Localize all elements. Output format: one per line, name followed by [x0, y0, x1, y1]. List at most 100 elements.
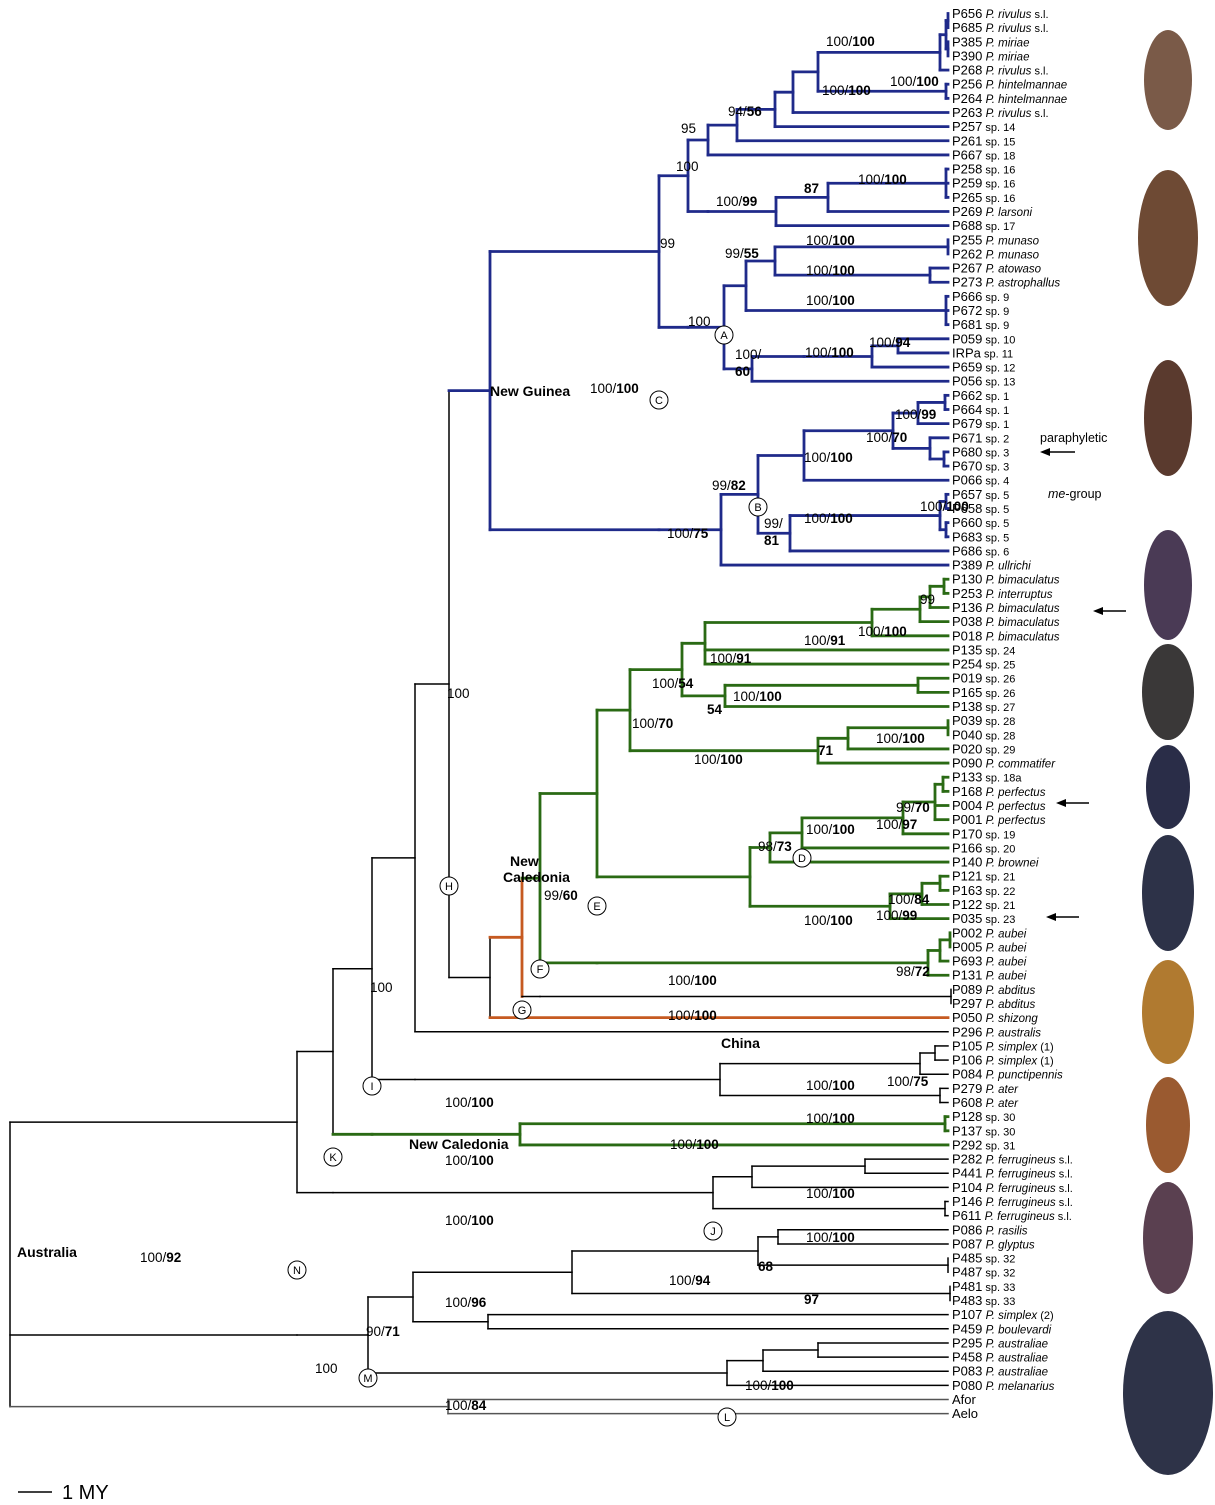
note-italic: me	[1048, 487, 1065, 501]
support-posterior: 100	[471, 1095, 494, 1110]
tip-species: P. perfectus	[982, 815, 1045, 827]
tip-p121: P121 sp. 21	[952, 869, 1015, 884]
node-i: I	[363, 1077, 381, 1095]
beetle-photo-9	[1146, 1077, 1190, 1173]
beetle-photo-4	[1144, 530, 1192, 640]
tip-suffix: sp. 25	[982, 660, 1015, 672]
support-s-hin: 100/100	[890, 74, 939, 89]
support-s-bim2: 100/91	[710, 651, 752, 666]
tip-species: P. shizong	[982, 1013, 1038, 1025]
support-node-j: 100/100	[806, 1230, 855, 1245]
tip-suffix: s.l.	[1031, 23, 1048, 35]
support-s-2829: 100/100	[694, 752, 743, 767]
tip-p263: P263 P. rivulus s.l.	[952, 105, 1049, 120]
tip-suffix: sp. 23	[982, 914, 1015, 926]
tip-id: P670	[952, 459, 982, 474]
tip-species: P. rivulus	[982, 66, 1031, 78]
note-me-group: me-group	[1048, 487, 1102, 501]
tip-p019: P019 sp. 26	[952, 671, 1015, 686]
support-bootstrap: 100/	[806, 263, 833, 278]
tip-id: P166	[952, 840, 982, 855]
tip-suffix: sp. 13	[982, 377, 1015, 389]
tip-p002: P002 P. aubei	[952, 925, 1027, 940]
tip-species: P. munaso	[982, 249, 1039, 261]
tip-p255: P255 P. munaso	[952, 232, 1040, 247]
tip-id: Afor	[952, 1392, 977, 1407]
tip-suffix: sp. 24	[982, 645, 1015, 657]
support-s-68: 68	[758, 1259, 774, 1274]
beetle-photo-11	[1123, 1311, 1213, 1475]
tip-id: P263	[952, 105, 982, 120]
support-s-97: 97	[804, 1292, 819, 1307]
tip-species: P. larsoni	[982, 207, 1032, 219]
support-bootstrap: 99/	[544, 888, 563, 903]
tip-id: P001	[952, 812, 982, 827]
support-posterior: 100	[696, 1137, 719, 1152]
support-posterior: 68	[758, 1259, 774, 1274]
support-bootstrap: 100/	[858, 624, 885, 639]
node-c: C	[650, 391, 668, 409]
support-s-9997: 100/97	[876, 817, 917, 832]
tip-id: P259	[952, 176, 982, 191]
support-posterior: 99	[921, 407, 936, 422]
support-posterior: 100	[471, 1153, 494, 1168]
tip-p273: P273 P. astrophallus	[952, 275, 1060, 290]
scale-bar: 1 MY	[18, 1482, 109, 1504]
tip-p258: P258 sp. 16	[952, 162, 1015, 177]
tip-species: P. rasilis	[982, 1225, 1027, 1237]
support-posterior: 100	[832, 293, 855, 308]
tip-species: P. hintelmannae	[982, 94, 1067, 106]
tip-species: P. ferrugineus	[982, 1197, 1056, 1209]
node-h: H	[440, 877, 458, 895]
tip-p693: P693 P. aubei	[952, 954, 1027, 969]
tip-p664: P664 sp. 1	[952, 402, 1009, 417]
tip-id: P261	[952, 133, 982, 148]
tip-species: P. simplex	[982, 1310, 1038, 1322]
support-posterior: 100	[902, 731, 925, 746]
support-bootstrap: 100	[315, 1361, 338, 1376]
support-posterior: 100	[830, 450, 853, 465]
tip-species: P. aubei	[982, 957, 1026, 969]
tip-id: P611	[952, 1208, 981, 1223]
tip-suffix: sp. 5	[982, 518, 1009, 530]
tip-species: P. ferrugineus	[981, 1211, 1055, 1223]
tip-suffix: sp. 2	[982, 433, 1009, 445]
node-label: K	[329, 1152, 337, 1164]
support-bootstrap: 100/	[806, 293, 833, 308]
tip-p292: P292 sp. 31	[952, 1137, 1015, 1152]
support-bootstrap: 100/	[806, 1186, 833, 1201]
support-s-54a: 100/54	[652, 676, 694, 691]
support-posterior: 100	[916, 74, 939, 89]
support-s-sp5b: 100/100	[920, 499, 969, 514]
support-bootstrap: 100/	[920, 499, 947, 514]
tip-id: P683	[952, 529, 982, 544]
tip-suffix: s.l.	[1056, 1183, 1073, 1195]
support-posterior: 100	[720, 752, 743, 767]
support-s-b2b: 81	[764, 533, 780, 548]
support-posterior: 60	[563, 888, 578, 903]
support-posterior: 99	[902, 908, 917, 923]
tip-p253: P253 P. interruptus	[952, 586, 1053, 601]
tip-id: P459	[952, 1321, 982, 1336]
support-posterior: 100	[694, 973, 717, 988]
node-label: N	[293, 1265, 301, 1277]
tip-p001: P001 P. perfectus	[952, 812, 1046, 827]
support-s-96: 100/96	[445, 1295, 487, 1310]
support-bootstrap: 100/	[858, 172, 885, 187]
tip-p267: P267 P. atowaso	[952, 261, 1042, 276]
tip-species: P. perfectus	[982, 787, 1045, 799]
tip-id: P685	[952, 20, 982, 35]
tip-p080: P080 P. melanarius	[952, 1378, 1055, 1393]
tip-species: P. abditus	[982, 985, 1035, 997]
support-bootstrap: 100/	[590, 381, 617, 396]
support-posterior: 75	[693, 526, 709, 541]
tip-id: P485	[952, 1251, 982, 1266]
tip-p254: P254 sp. 25	[952, 657, 1015, 672]
tip-species: P. bimaculatus	[982, 575, 1059, 587]
tip-species: P. miriae	[982, 51, 1029, 63]
tip-species: P. commatifer	[982, 759, 1056, 771]
tip-species: P. ferrugineus	[982, 1183, 1056, 1195]
tip-id: P086	[952, 1222, 982, 1237]
tip-p685: P685 P. rivulus s.l.	[952, 20, 1049, 35]
support-s-rivhin: 100/100	[822, 83, 871, 98]
